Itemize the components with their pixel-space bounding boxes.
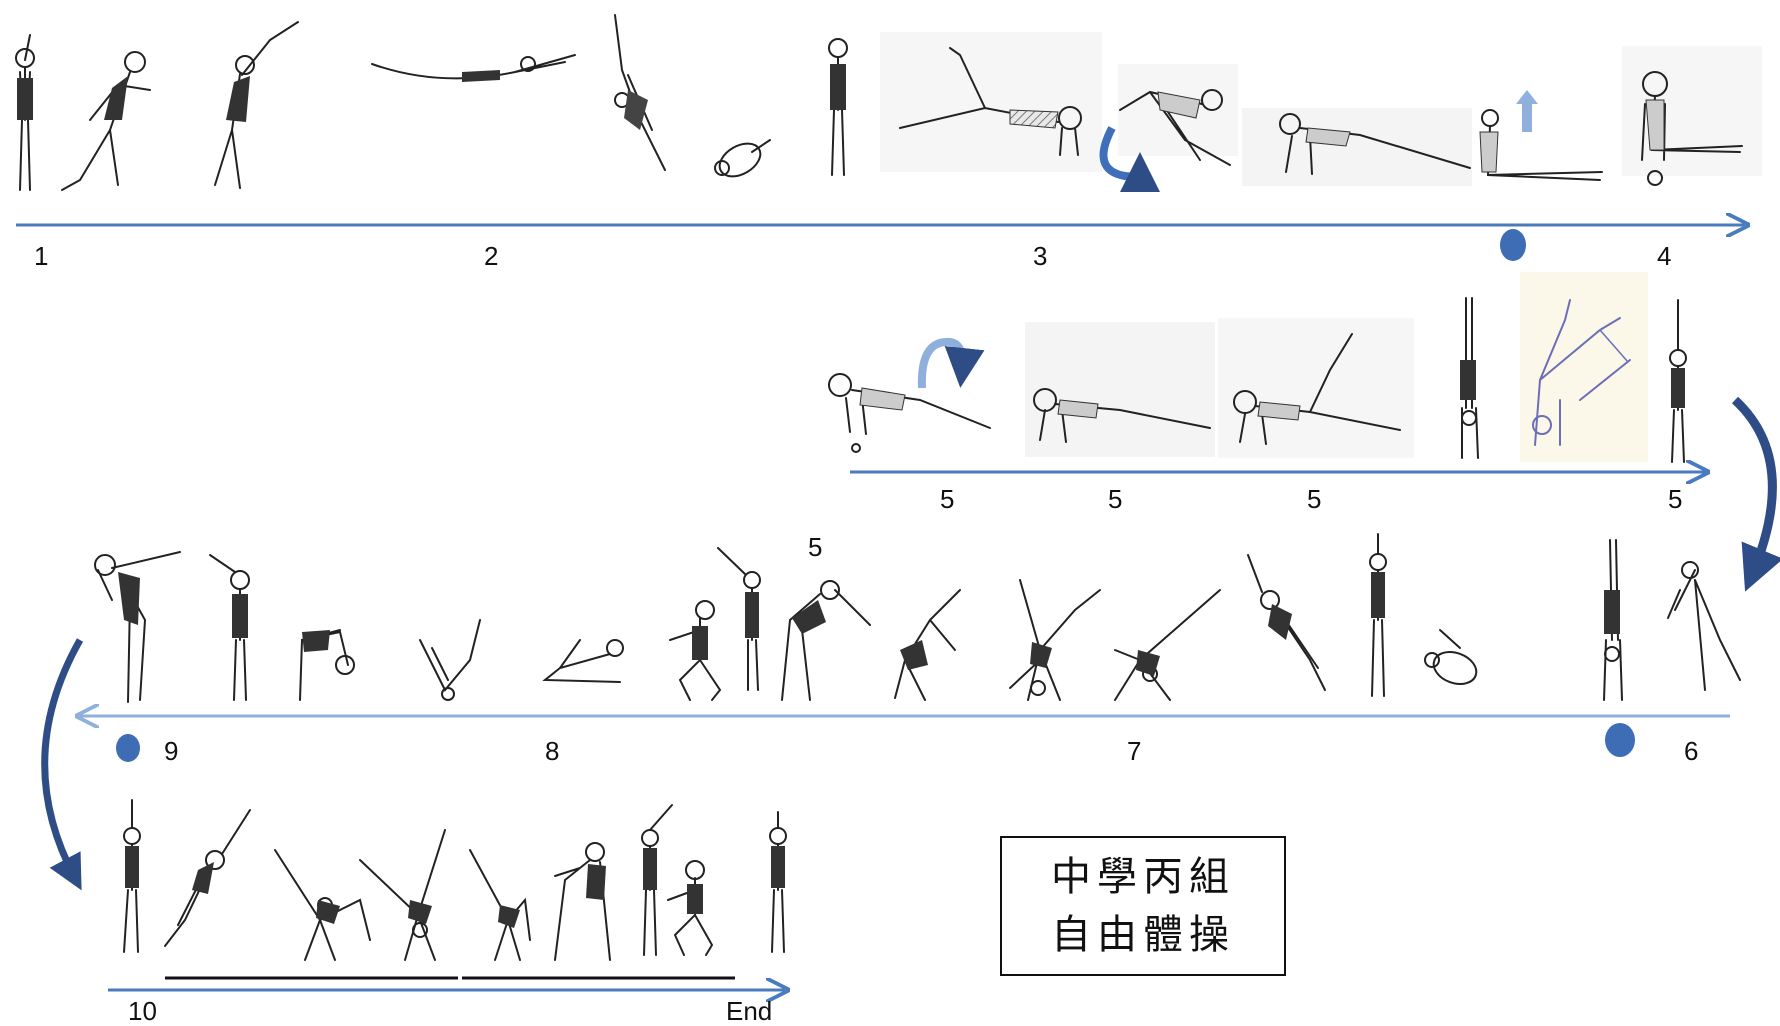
marker-dot: [1500, 229, 1526, 261]
figure-round-off: [1667, 561, 1741, 691]
figure-cartwheel: [274, 849, 371, 961]
routine-title-line2: 自由體操: [1051, 912, 1235, 958]
rotation-arrow-icon: [917, 337, 985, 389]
figure-jump-arms-up: [641, 804, 673, 956]
figure-dive: [1247, 554, 1326, 691]
routine-title-box: 中學丙組 自由體操: [1000, 836, 1286, 976]
end-label: End: [726, 996, 772, 1026]
figure-standing-arms-up: [1669, 299, 1687, 463]
figure-cartwheel: [359, 829, 446, 961]
step-label: 4: [1657, 241, 1671, 271]
figure-bridge-back: [554, 842, 611, 961]
figure-jump-arms-up: [717, 547, 761, 691]
image-panel: [1520, 272, 1648, 462]
figure-standing: [15, 34, 35, 191]
figure-back-roll: [419, 619, 481, 701]
figure-layout-flight: [371, 54, 576, 82]
step-label: 5: [1668, 484, 1682, 514]
figure-straddle-sit: [1479, 109, 1603, 181]
figure-front-support: [1279, 113, 1471, 175]
figure-standing: [828, 38, 848, 176]
step-label: 7: [1127, 736, 1141, 766]
step-label: 5: [1108, 484, 1122, 514]
figure-front-support-leg-raise: [899, 47, 1082, 156]
figure-front-support: [828, 373, 991, 453]
figure-cartwheel: [1114, 589, 1221, 701]
step-label: 5: [940, 484, 954, 514]
marker-dot: [116, 734, 140, 762]
motion-arrow-icon: [1599, 329, 1629, 363]
figure-front-support-leg-raise: [1233, 333, 1401, 445]
figure-standing-arms-up: [209, 554, 250, 701]
figure-squat: [667, 860, 714, 956]
image-panel: [880, 32, 1102, 172]
figure-bridge-back: [781, 580, 871, 701]
step-label: 10: [128, 996, 157, 1026]
figure-forward-roll: [714, 139, 771, 178]
step-label: 5: [1307, 484, 1321, 514]
figure-squat: [669, 600, 722, 701]
step-label: 1: [34, 241, 48, 271]
figure-hurdle: [214, 21, 299, 189]
step-label: 5: [808, 532, 822, 562]
step-label: 8: [545, 736, 559, 766]
figure-pike-sit: [542, 639, 624, 683]
image-panel: [1218, 318, 1414, 458]
figure-handstand: [1603, 539, 1623, 701]
row3-figures: [94, 533, 1741, 703]
figure-back-roll: [1424, 629, 1478, 685]
row1-figures: [15, 14, 848, 191]
figure-leg-kick: [94, 551, 181, 703]
row-transition-arrow: [41, 638, 84, 891]
step-label: 3: [1033, 241, 1047, 271]
step-label: 6: [1684, 736, 1698, 766]
step-label: 2: [484, 241, 498, 271]
routine-title-line1: 中學丙組: [1051, 854, 1235, 900]
marker-dot: [1605, 723, 1635, 757]
figure-pike-bend: [299, 629, 355, 701]
image-panel: [1242, 108, 1472, 186]
figure-cartwheel: [1009, 579, 1101, 701]
figure-dive: [164, 809, 251, 947]
figure-l-sit-support: [1641, 71, 1743, 186]
figure-dive: [614, 14, 666, 171]
up-arrow-head-icon: [1516, 90, 1538, 104]
figure-standing-arms-up: [1369, 533, 1387, 697]
figure-standing-arms-up: [769, 811, 787, 953]
step-label: 9: [164, 736, 178, 766]
rotation-arrow-icon: [1099, 126, 1160, 193]
row-transition-arrow: [1731, 396, 1780, 592]
figure-standing-arms-up: [123, 799, 141, 953]
figure-handstand: [1460, 297, 1479, 459]
figure-pike-kneel: [1119, 89, 1231, 166]
figure-handspring: [894, 589, 961, 701]
row4-figures: [123, 799, 787, 961]
figure-handspring: [469, 849, 531, 961]
figure-running: [61, 51, 151, 191]
figure-front-support: [1033, 388, 1211, 443]
image-panel: [1025, 322, 1215, 457]
row1-figures-b: [899, 47, 1743, 186]
